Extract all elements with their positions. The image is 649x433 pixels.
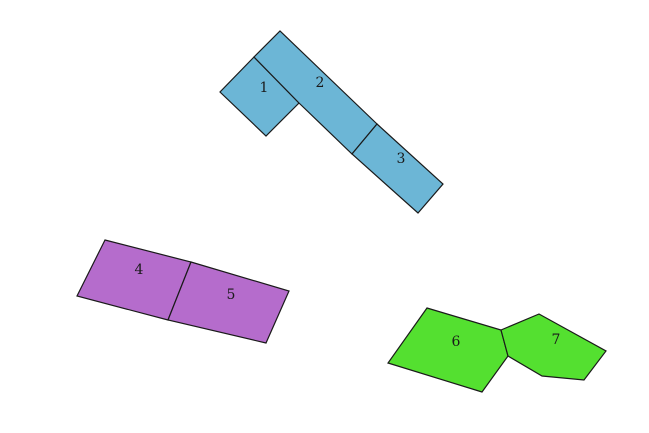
purple-group: 4 5: [76, 239, 290, 344]
piece-4-label: 4: [135, 262, 144, 278]
piece-3: [351, 123, 444, 214]
green-group: 6 7: [387, 307, 607, 393]
piece-5: [167, 261, 290, 344]
piece-7: [500, 313, 607, 381]
piece-6: [387, 307, 509, 393]
piece-1-label: 1: [260, 80, 269, 96]
blue-group: 1 2 3: [219, 30, 444, 214]
piece-6-label: 6: [452, 334, 461, 350]
piece-5-label: 5: [227, 287, 236, 303]
piece-3-label: 3: [397, 151, 406, 167]
piece-7-label: 7: [552, 332, 561, 348]
piece-2-label: 2: [316, 75, 325, 91]
